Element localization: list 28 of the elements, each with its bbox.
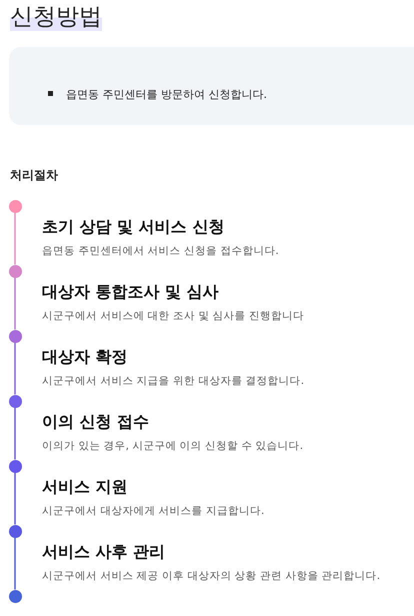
- step-title: 대상자 통합조사 및 심사: [42, 281, 219, 303]
- step-title: 서비스 지원: [42, 476, 128, 498]
- step-title: 이의 신청 접수: [42, 411, 150, 433]
- step-title: 초기 상담 및 서비스 신청: [42, 216, 224, 238]
- timeline-dot: [8, 394, 22, 408]
- info-panel: [9, 47, 414, 125]
- timeline-dot: [8, 264, 22, 278]
- timeline-dot: [8, 524, 22, 538]
- timeline-line: [14, 342, 16, 394]
- step-title: 서비스 사후 관리: [42, 541, 166, 563]
- step-description: 이의가 있는 경우, 시군구에 이의 신청할 수 있습니다.: [42, 439, 304, 454]
- timeline-line: [14, 408, 16, 460]
- list-item-text: 읍면동 주민센터를 방문하여 신청합니다.: [66, 87, 267, 103]
- step-title: 대상자 확정: [42, 346, 128, 368]
- step-description: 시군구에서 대상자에게 서비스를 지급합니다.: [42, 504, 264, 519]
- step-description: 시군구에서 서비스 제공 이후 대상자의 상황 관련 사항을 관리합니다.: [42, 569, 380, 584]
- section-heading: 처리절차: [10, 167, 58, 184]
- timeline-line: [14, 472, 16, 524]
- timeline-line: [14, 278, 16, 330]
- step-description: 읍면동 주민센터에서 서비스 신청을 접수합니다.: [42, 244, 279, 259]
- step-description: 시군구에서 서비스에 대한 조사 및 심사를 진행합니다: [42, 309, 304, 324]
- step-description: 시군구에서 서비스 지급을 위한 대상자를 결정합니다.: [42, 374, 304, 389]
- timeline-dot: [8, 330, 22, 342]
- timeline-line: [14, 538, 16, 590]
- timeline-dot: [8, 200, 22, 212]
- timeline-line: [14, 212, 16, 264]
- timeline-dot: [8, 590, 22, 602]
- timeline-dot: [8, 460, 22, 472]
